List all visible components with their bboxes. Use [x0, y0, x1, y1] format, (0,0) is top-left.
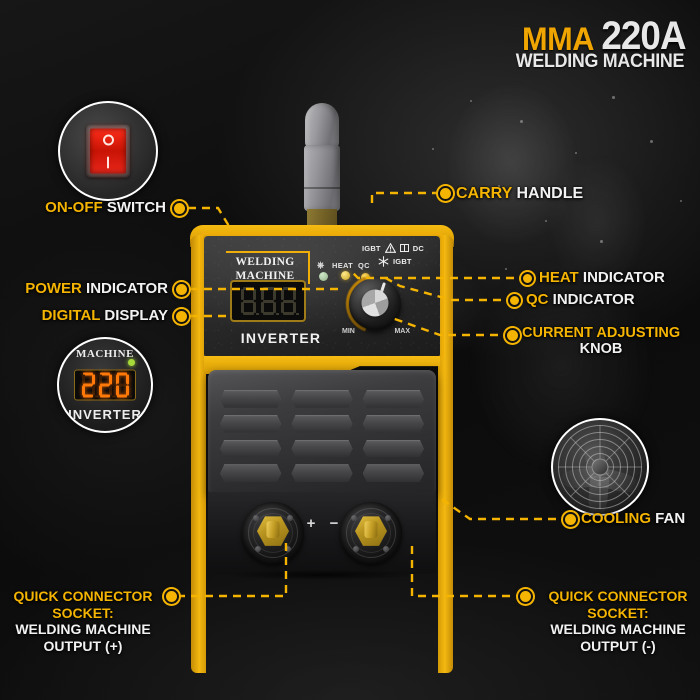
louver: [362, 464, 424, 482]
ventilation-louver-grid: [220, 390, 424, 482]
snowflake-icon: [378, 256, 389, 267]
inverter-text: INVERTER: [240, 330, 322, 346]
heat-indicator-led: [341, 271, 350, 280]
inset-digit-2b: [98, 372, 115, 398]
louver: [291, 439, 353, 458]
machine-brand-label: WELDING MACHINE: [226, 251, 310, 284]
louver: [220, 390, 282, 408]
warning-triangle-icon: [384, 243, 396, 253]
knob-max-label: MAX: [394, 328, 410, 335]
callout-quick-connector-negative: QUICK CONNECTOR SOCKET: WELDING MACHINE …: [548, 588, 688, 654]
marker-quick-connector-negative[interactable]: [518, 589, 533, 604]
louver: [220, 464, 282, 482]
header-brand-mma: MMA: [522, 21, 595, 57]
inset-display-bottom-text: INVERTER: [68, 407, 142, 422]
marker-qc-indicator[interactable]: [508, 294, 521, 307]
louver: [362, 390, 424, 408]
welding-machine-product: WELDING MACHINE IGBT DC IGBT: [186, 103, 458, 673]
callout-power-indicator: POWER INDICATOR: [25, 280, 168, 297]
display-digit-2: [260, 287, 279, 315]
current-adjusting-knob[interactable]: MIN MAX: [342, 275, 410, 335]
machine-lower-body: + −: [208, 492, 436, 574]
header-model-220a: 220A: [601, 14, 687, 58]
machine-right-rail: [438, 235, 453, 673]
louver: [362, 414, 424, 433]
inset-display-top-text: MACHINE: [76, 348, 134, 360]
header-subtitle: WELDING MACHINE: [515, 51, 685, 72]
louver: [220, 414, 282, 433]
louver: [220, 439, 282, 458]
switch-on-symbol-icon: [106, 156, 110, 168]
panel-symbol-row-1: IGBT DC: [362, 243, 424, 253]
marker-cooling-fan[interactable]: [563, 512, 578, 527]
callout-on-off-switch: ON-OFF SWITCH: [45, 199, 166, 216]
quick-connector-socket-negative[interactable]: [340, 502, 402, 564]
transformer-box-icon: [399, 244, 409, 252]
ventilation-block: [208, 370, 436, 494]
header-title-block: MMA 220A WELDING MACHINE: [505, 14, 687, 73]
inset-display-screen: [74, 369, 136, 401]
marker-digital-display[interactable]: [174, 309, 189, 324]
igbt-text-icon: IGBT: [362, 243, 381, 253]
power-led-label: ⎈: [317, 260, 325, 270]
dc-text-icon: DC: [412, 243, 424, 253]
louver: [291, 390, 353, 408]
inset-on-off-switch: [58, 101, 158, 201]
marker-on-off-switch[interactable]: [172, 201, 187, 216]
louver: [291, 414, 353, 433]
polarity-minus-symbol: −: [329, 515, 339, 532]
inset-digit-2: [81, 372, 98, 398]
callout-quick-connector-positive: QUICK CONNECTOR SOCKET: WELDING MACHINE …: [13, 588, 153, 654]
louver: [291, 464, 353, 482]
callout-current-adjusting-knob: CURRENT ADJUSTING KNOB: [522, 325, 681, 358]
machine-brand-line2: MACHINE: [235, 270, 295, 283]
quick-connector-socket-positive[interactable]: [242, 502, 304, 564]
igbt-text-icon-2: IGBT: [393, 257, 412, 266]
inset-power-led: [128, 359, 135, 366]
callout-digital-display: DIGITAL DISPLAY: [41, 307, 168, 324]
display-digit-3: [280, 287, 299, 315]
qc-led-label: QC: [358, 261, 370, 270]
digital-display-screen: [230, 280, 306, 322]
marker-carry-handle[interactable]: [438, 186, 453, 201]
marker-heat-indicator[interactable]: [521, 272, 534, 285]
callout-carry-handle: CARRY HANDLE: [456, 185, 584, 202]
polarity-plus-symbol: +: [306, 515, 316, 532]
inset-digital-display: MACHINE INVERTER: [57, 337, 153, 433]
fan-grille: [558, 425, 642, 514]
callout-qc-indicator: QC INDICATOR: [526, 291, 635, 308]
inset-cooling-fan: [551, 418, 649, 516]
marker-quick-connector-positive[interactable]: [164, 589, 179, 604]
power-indicator-led: [319, 272, 328, 281]
display-digit-1: [240, 287, 259, 315]
callout-heat-indicator: HEAT INDICATOR: [539, 269, 665, 286]
callout-cooling-fan: COOLING FAN: [581, 510, 686, 527]
inset-digit-0: [115, 372, 132, 398]
panel-symbol-row-2: IGBT: [378, 256, 412, 267]
heat-led-label: HEAT: [332, 261, 354, 270]
rocker-switch[interactable]: [86, 124, 130, 178]
marker-power-indicator[interactable]: [174, 282, 189, 297]
machine-brand-line1: WELDING: [235, 256, 295, 268]
louver: [362, 439, 424, 458]
machine-ground-shadow: [196, 569, 448, 581]
marker-current-adjusting-knob[interactable]: [505, 328, 520, 343]
carry-handle: [302, 103, 342, 235]
switch-off-symbol-icon: [102, 134, 114, 145]
knob-min-label: MIN: [342, 328, 355, 335]
